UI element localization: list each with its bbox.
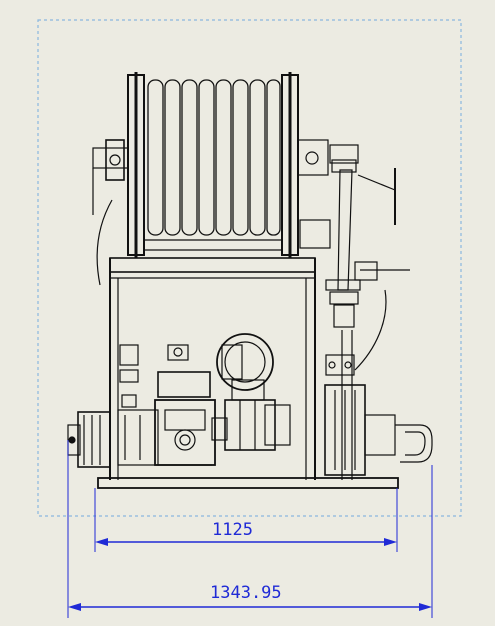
hose-reel-drum: [127, 72, 299, 258]
hose-reel-machine: [67, 72, 433, 489]
left-arm: [92, 139, 129, 286]
centrifugal-pump: [211, 333, 291, 451]
bounding-box: [37, 19, 462, 517]
vertical-pipe: [325, 159, 410, 480]
left-motor: [67, 411, 111, 468]
left-tank: [117, 344, 159, 466]
dimension-overall: 1343.95: [67, 440, 433, 618]
inner-width-label: 1125: [212, 520, 253, 540]
engine: [154, 344, 216, 466]
right-arm: [297, 139, 396, 371]
overall-width-label: 1343.95: [210, 583, 282, 603]
dimension-inner: 1125: [94, 488, 398, 552]
outlet-pump: [324, 384, 433, 476]
